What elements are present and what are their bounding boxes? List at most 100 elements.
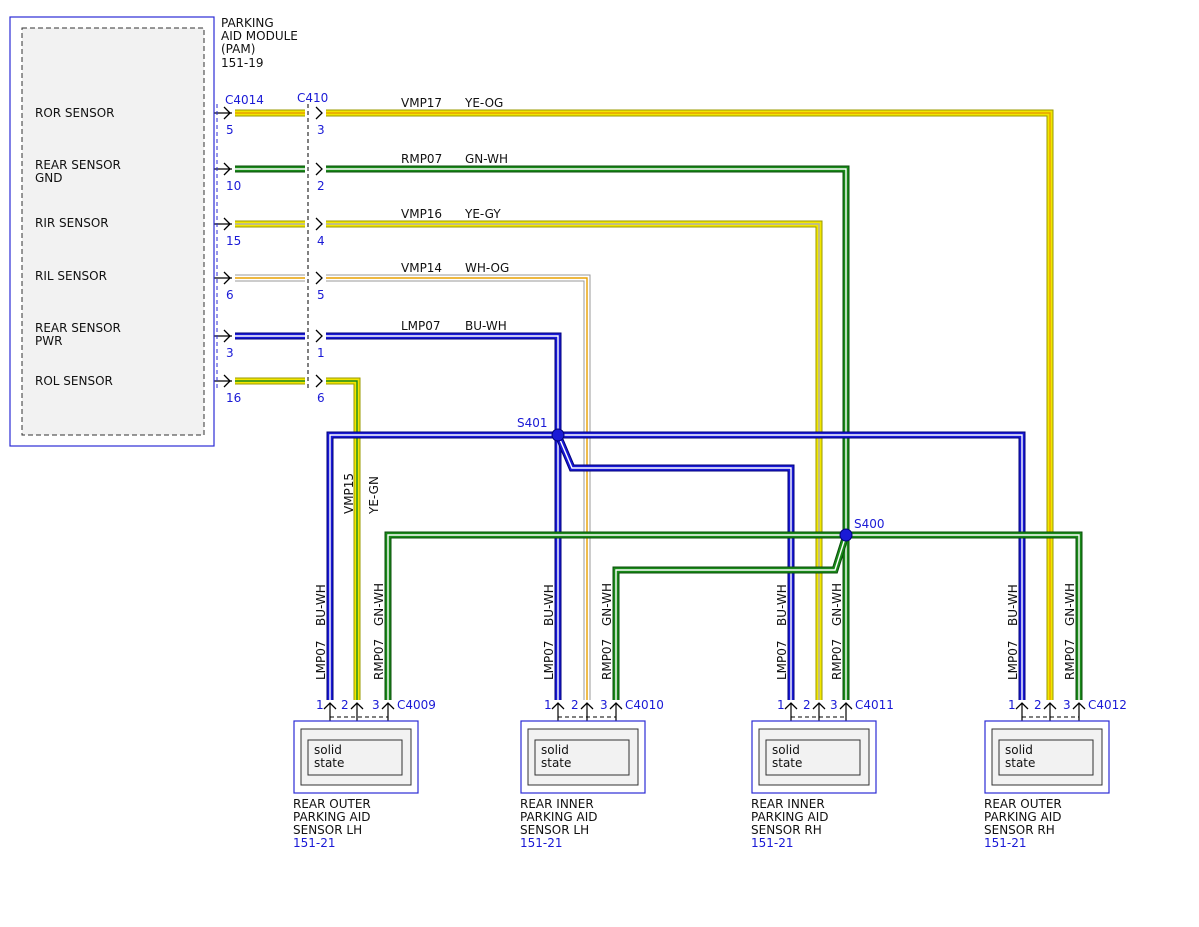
sensor-pwr-color-label: BU-WH bbox=[314, 584, 328, 626]
pam-module-ref: 151-19 bbox=[221, 56, 264, 70]
pam-module-name: PARKING bbox=[221, 16, 274, 30]
sensor-connector-label: C4009 bbox=[397, 698, 436, 712]
sensor-inner-text: solid bbox=[314, 743, 342, 757]
c4014-pin-arrow bbox=[223, 217, 231, 231]
sensor-pin-number: 1 bbox=[316, 698, 324, 712]
c4014-pin-arrow bbox=[223, 271, 231, 285]
wire-gnd-lh-inner bbox=[613, 534, 849, 700]
wire-ror bbox=[326, 110, 1053, 700]
sensor-gnd-color-label: GN-WH bbox=[372, 583, 386, 626]
splice-s401-label: S401 bbox=[517, 416, 548, 430]
sensor-name: REAR INNER bbox=[751, 797, 825, 811]
sensor-ref: 151-21 bbox=[520, 836, 563, 850]
wire-ril bbox=[326, 275, 590, 700]
sensor-inner-text: solid bbox=[772, 743, 800, 757]
pam-pin-label: RIR SENSOR bbox=[35, 216, 109, 230]
sensor-ref: 151-21 bbox=[293, 836, 336, 850]
sensor-inner-text: solid bbox=[1005, 743, 1033, 757]
pam-module-body bbox=[21, 27, 205, 436]
c410-pin-arrow bbox=[315, 374, 323, 388]
sensor-inner-text: state bbox=[1005, 756, 1035, 770]
c4014-pin-number: 3 bbox=[226, 346, 234, 360]
wire-circuit-label: LMP07 bbox=[401, 319, 441, 333]
c410-label: C410 bbox=[297, 91, 328, 105]
wire-ril-edge bbox=[326, 274, 591, 700]
sensor-pin-number: 3 bbox=[1063, 698, 1071, 712]
wire-gnd-bus bbox=[385, 532, 1082, 700]
wire-rir-stripe bbox=[326, 223, 820, 700]
c4014-pin-number: 10 bbox=[226, 179, 241, 193]
sensor-inner-text: solid bbox=[541, 743, 569, 757]
c410-pin-number: 6 bbox=[317, 391, 325, 405]
c410-pin-number: 2 bbox=[317, 179, 325, 193]
sensor-pin-number: 2 bbox=[571, 698, 579, 712]
sensor-connector-label: C4012 bbox=[1088, 698, 1127, 712]
sensor-pin-number: 1 bbox=[1008, 698, 1016, 712]
wire-circuit-label: VMP17 bbox=[401, 96, 442, 110]
sensor-pwr-color-label: BU-WH bbox=[542, 584, 556, 626]
c410-pin-number: 4 bbox=[317, 234, 325, 248]
pam-pin-label: PWR bbox=[35, 334, 62, 348]
sensor-pin-number: 3 bbox=[372, 698, 380, 712]
sensor-gnd-circuit-label: RMP07 bbox=[372, 639, 386, 680]
splice-s400 bbox=[839, 528, 853, 542]
sensor-pin-number: 3 bbox=[600, 698, 608, 712]
sensor-solid-state-block bbox=[998, 739, 1094, 776]
wire-gnd-lh-inner-edge bbox=[612, 533, 850, 700]
sensor-ref: 151-21 bbox=[984, 836, 1027, 850]
c4014-pin-number: 5 bbox=[226, 123, 234, 137]
sensor-pwr-circuit-label: LMP07 bbox=[314, 640, 328, 680]
sensor-name: SENSOR LH bbox=[520, 823, 589, 837]
sensor-pin-number: 2 bbox=[803, 698, 811, 712]
wire-gnd-bus-stripe bbox=[387, 534, 1080, 700]
pam-module-name: AID MODULE bbox=[221, 29, 298, 43]
sensor-name: REAR INNER bbox=[520, 797, 594, 811]
c4014-pin-arrow bbox=[223, 374, 231, 388]
sensor-name: PARKING AID bbox=[293, 810, 371, 824]
wire-gnd-stripe bbox=[326, 168, 847, 700]
sensor-pin-number: 2 bbox=[341, 698, 349, 712]
wire-pwr-rh-inner-stripe bbox=[557, 434, 792, 700]
c4014-label: C4014 bbox=[225, 93, 264, 107]
sensor-gnd-circuit-label: RMP07 bbox=[1063, 639, 1077, 680]
wires-layer bbox=[204, 106, 1086, 742]
wire-gnd-lh-inner-stripe bbox=[615, 534, 847, 700]
sensor-name: PARKING AID bbox=[751, 810, 829, 824]
sensor-gnd-circuit-label: RMP07 bbox=[600, 639, 614, 680]
sensor-solid-state-block bbox=[307, 739, 403, 776]
c410-pin-arrow bbox=[315, 106, 323, 120]
sensor-pin-number: 1 bbox=[544, 698, 552, 712]
wire-pwr-bus-stripe bbox=[329, 434, 1023, 700]
c4014-pin-arrow bbox=[223, 162, 231, 176]
sensor-pwr-color-label: BU-WH bbox=[775, 584, 789, 626]
wire-circuit-label: VMP16 bbox=[401, 207, 442, 221]
wire-color-label: WH-OG bbox=[465, 261, 509, 275]
wire-ror-edge bbox=[326, 109, 1054, 700]
wire-color-label: YE-GN bbox=[367, 476, 381, 515]
c410-pin-number: 5 bbox=[317, 288, 325, 302]
sensor-solid-state-block bbox=[765, 739, 861, 776]
pam-pin-label: ROR SENSOR bbox=[35, 106, 115, 120]
sensor-gnd-color-label: GN-WH bbox=[600, 583, 614, 626]
c410-pin-number: 3 bbox=[317, 123, 325, 137]
splice-s400-label: S400 bbox=[854, 517, 885, 531]
sensor-name: REAR OUTER bbox=[984, 797, 1062, 811]
wire-circuit-label: RMP07 bbox=[401, 152, 442, 166]
sensor-pin-number: 3 bbox=[830, 698, 838, 712]
c4014-pin-arrow bbox=[223, 106, 231, 120]
c410-pin-arrow bbox=[315, 217, 323, 231]
sensor-pwr-circuit-label: LMP07 bbox=[775, 640, 789, 680]
sensor-connector-label: C4011 bbox=[855, 698, 894, 712]
c410-pin-arrow bbox=[315, 329, 323, 343]
sensor-ref: 151-21 bbox=[751, 836, 794, 850]
c410-pin-arrow bbox=[315, 271, 323, 285]
c4014-pin-number: 15 bbox=[226, 234, 241, 248]
wire-color-label: BU-WH bbox=[465, 319, 507, 333]
wire-color-label: YE-GY bbox=[464, 207, 501, 221]
pam-pin-label: ROL SENSOR bbox=[35, 374, 113, 388]
sensor-gnd-color-label: GN-WH bbox=[830, 583, 844, 626]
sensor-name: PARKING AID bbox=[984, 810, 1062, 824]
wire-ror-stripe bbox=[326, 112, 1051, 700]
sensor-solid-state-block bbox=[534, 739, 630, 776]
